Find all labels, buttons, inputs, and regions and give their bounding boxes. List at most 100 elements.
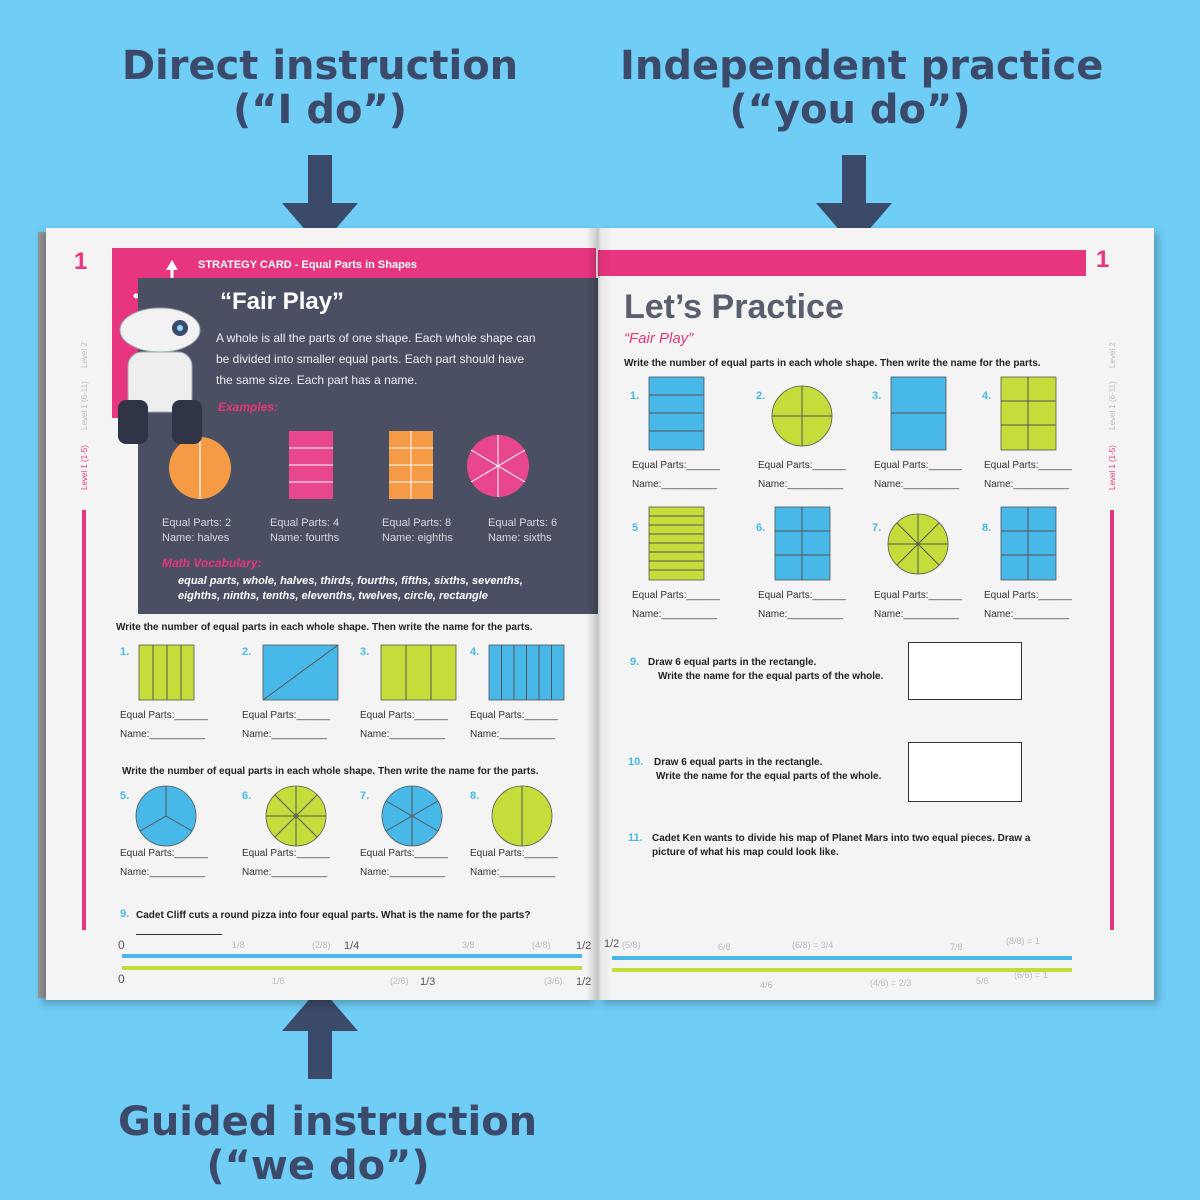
book-gutter: [586, 228, 612, 1000]
name-blank[interactable]: Name:__________: [120, 729, 206, 740]
answer-blanks[interactable]: Equal Parts:______ Name:__________: [120, 844, 208, 882]
guided-instruction-label: Guided instruction (“we do”): [118, 1100, 537, 1189]
name-blank[interactable]: Name:__________: [758, 479, 844, 490]
equal-parts-blank[interactable]: Equal Parts:______: [242, 710, 330, 721]
ruler-tick: (4/8): [532, 940, 551, 950]
equal-parts-blank[interactable]: Equal Parts:______: [874, 590, 962, 601]
guided-instruction-line2: (“we do”): [206, 1143, 430, 1189]
drawing-box[interactable]: [908, 642, 1022, 700]
answer-blanks[interactable]: Equal Parts:______ Name:__________: [242, 706, 330, 744]
name-blank[interactable]: Name:__________: [470, 867, 556, 878]
name-blank[interactable]: Name:__________: [242, 867, 328, 878]
name-blank[interactable]: Name:__________: [242, 729, 328, 740]
direct-instruction-line2: (“I do”): [232, 87, 408, 133]
independent-practice-line1: Independent practice: [620, 43, 1104, 89]
side-accent-bar: [1110, 510, 1114, 930]
item-number: 5.: [120, 790, 130, 802]
robot-mascot-icon: [118, 307, 202, 444]
answer-blanks[interactable]: Equal Parts:______ Name:__________: [984, 586, 1072, 624]
ruler-tick: 3/8: [462, 940, 475, 950]
answer-blanks[interactable]: Equal Parts:______ Name:__________: [632, 456, 720, 494]
example-label: Equal Parts: 2 Name: halves: [162, 516, 231, 546]
ruler-tick: 1/2: [576, 940, 592, 952]
equal-parts-blank[interactable]: Equal Parts:______: [242, 848, 330, 859]
answer-blanks[interactable]: Equal Parts:______ Name:__________: [120, 706, 208, 744]
name-blank[interactable]: Name:__________: [984, 479, 1070, 490]
vocab-label: Math Vocabulary:: [162, 556, 262, 570]
answer-blanks[interactable]: Equal Parts:______ Name:__________: [360, 844, 448, 882]
answer-line[interactable]: [136, 934, 222, 935]
answer-blanks[interactable]: Equal Parts:______ Name:__________: [984, 456, 1072, 494]
ruler-tick: 7/8: [950, 942, 963, 952]
answer-blanks[interactable]: Equal Parts:______ Name:__________: [874, 456, 962, 494]
ruler-sixths-bar: [122, 966, 582, 970]
rectangle-sixths-shape: [1000, 376, 1057, 451]
answer-blanks[interactable]: Equal Parts:______ Name:__________: [470, 706, 558, 744]
equal-parts-blank[interactable]: Equal Parts:______: [470, 710, 558, 721]
question-line: Cadet Ken wants to divide his map of Pla…: [652, 833, 1031, 844]
answer-blanks[interactable]: Equal Parts:______ Name:__________: [242, 844, 330, 882]
right-page: 1 Let’s Practice “Fair Play” Write the n…: [598, 228, 1154, 1000]
example-label: Equal Parts: 8 Name: eighths: [382, 516, 453, 546]
ruler-tick: (3/6): [544, 976, 563, 986]
circle-eighths-shape: [265, 785, 327, 847]
equal-parts-blank[interactable]: Equal Parts:______: [874, 460, 962, 471]
ruler-tick: (5/8): [622, 940, 641, 950]
name-blank[interactable]: Name:__________: [632, 479, 718, 490]
example-parts: Equal Parts: 8: [382, 517, 452, 529]
answer-blanks[interactable]: Equal Parts:______ Name:__________: [360, 706, 448, 744]
equal-parts-blank[interactable]: Equal Parts:______: [470, 848, 558, 859]
name-blank[interactable]: Name:__________: [470, 729, 556, 740]
name-blank[interactable]: Name:__________: [360, 729, 446, 740]
item-number: 6.: [756, 522, 766, 534]
name-blank[interactable]: Name:__________: [360, 867, 446, 878]
instruction-text: Write the number of equal parts in each …: [624, 358, 1041, 369]
answer-blanks[interactable]: Equal Parts:______ Name:__________: [758, 456, 846, 494]
name-blank[interactable]: Name:__________: [984, 609, 1070, 620]
name-blank[interactable]: Name:__________: [874, 479, 960, 490]
rectangle-eighths-shape: [389, 431, 433, 499]
equal-parts-blank[interactable]: Equal Parts:______: [360, 848, 448, 859]
ruler-tick: (6/6) = 1: [1014, 970, 1048, 980]
name-blank[interactable]: Name:__________: [874, 609, 960, 620]
equal-parts-blank[interactable]: Equal Parts:______: [120, 710, 208, 721]
rectangle-thirds-shape: [380, 644, 457, 701]
answer-blanks[interactable]: Equal Parts:______ Name:__________: [874, 586, 962, 624]
rectangle-fourths-shape: [138, 644, 195, 701]
item-number: 10.: [628, 756, 644, 768]
open-workbook: 1 STRATEGY CARD - Equal Parts in Shapes …: [38, 228, 1162, 1006]
answer-blanks[interactable]: Equal Parts:______ Name:__________: [470, 844, 558, 882]
page-subtitle: “Fair Play”: [624, 330, 694, 347]
example-parts: Equal Parts: 4: [270, 517, 340, 529]
answer-blanks[interactable]: Equal Parts:______ Name:__________: [632, 586, 720, 624]
rectangle-fourths-shape: [289, 431, 333, 499]
ruler-tick: 1/2: [576, 976, 592, 988]
circle-sixths-shape: [467, 435, 529, 497]
equal-parts-blank[interactable]: Equal Parts:______: [984, 590, 1072, 601]
level-label: Level 1 (6-11): [1108, 381, 1117, 430]
ruler-tick: (6/8) = 3/4: [792, 940, 834, 950]
equal-parts-blank[interactable]: Equal Parts:______: [758, 590, 846, 601]
ruler-tick: (4/6) = 2/3: [870, 978, 912, 988]
level-label: Level 1 (1-5): [80, 445, 89, 490]
vocab-line: eighths, ninths, tenths, elevenths, twel…: [178, 590, 488, 602]
equal-parts-blank[interactable]: Equal Parts:______: [758, 460, 846, 471]
name-blank[interactable]: Name:__________: [120, 867, 206, 878]
item-number: 5: [632, 522, 639, 534]
equal-parts-blank[interactable]: Equal Parts:______: [120, 848, 208, 859]
equal-parts-blank[interactable]: Equal Parts:______: [984, 460, 1072, 471]
answer-blanks[interactable]: Equal Parts:______ Name:__________: [758, 586, 846, 624]
equal-parts-blank[interactable]: Equal Parts:______: [360, 710, 448, 721]
drawing-box[interactable]: [908, 742, 1022, 802]
item-number: 1.: [630, 390, 640, 402]
item-number: 2.: [242, 646, 252, 658]
up-arrow-icon: [282, 987, 358, 1079]
book-spine: [38, 232, 48, 998]
name-blank[interactable]: Name:__________: [632, 609, 718, 620]
equal-parts-blank[interactable]: Equal Parts:______: [632, 590, 720, 601]
name-blank[interactable]: Name:__________: [758, 609, 844, 620]
question-text: Draw 6 equal parts in the rectangle. Wri…: [654, 756, 881, 784]
ruler-tick: 0: [118, 972, 125, 986]
item-number: 8.: [982, 522, 992, 534]
equal-parts-blank[interactable]: Equal Parts:______: [632, 460, 720, 471]
